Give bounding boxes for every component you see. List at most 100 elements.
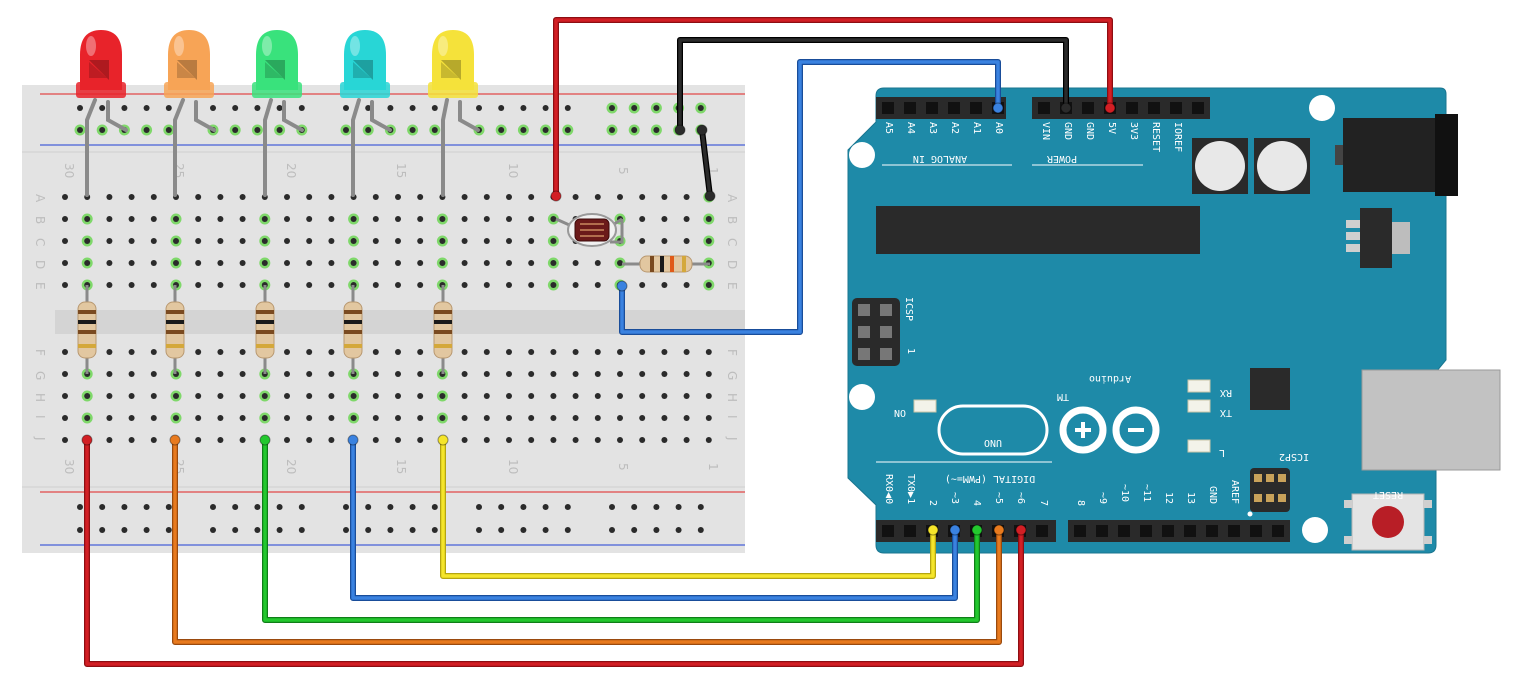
- breadboard-hole: [483, 371, 490, 377]
- breadboard-hole: [683, 415, 690, 421]
- power-pin[interactable]: [1170, 102, 1182, 114]
- row-letter-b-left: B: [33, 216, 47, 224]
- analog-pin[interactable]: [970, 102, 982, 114]
- breadboard-hole: [461, 194, 468, 200]
- breadboard-hole: [328, 415, 335, 421]
- breadboard-hole: [572, 415, 579, 421]
- power-pin[interactable]: [1082, 102, 1094, 114]
- power-pin-label-ioref: IOREF: [1172, 122, 1183, 152]
- breadboard-hole: [217, 260, 224, 266]
- power-pin[interactable]: [1192, 102, 1204, 114]
- breadboard-hole: [173, 216, 179, 222]
- rail-hole: [143, 504, 150, 510]
- digital-pin[interactable]: [882, 525, 894, 537]
- icsp2-header: ICSP2: [1250, 451, 1309, 512]
- rail-hole: [232, 105, 239, 111]
- digital-pin[interactable]: [1228, 525, 1240, 537]
- digital-pin[interactable]: [1184, 525, 1196, 537]
- rail-hole: [387, 527, 394, 533]
- breadboard-hole: [483, 194, 490, 200]
- breadboard-hole: [261, 238, 268, 244]
- breadboard-hole: [306, 371, 313, 377]
- analog-pin[interactable]: [904, 102, 916, 114]
- breadboard-hole: [528, 260, 535, 266]
- rail-hole: [542, 105, 549, 111]
- col-num-20-bottom: 20: [284, 459, 298, 474]
- digital-pin[interactable]: [1250, 525, 1262, 537]
- digital-pin[interactable]: [1206, 525, 1218, 537]
- analog-pin-label-a2: A2: [949, 122, 960, 134]
- breadboard-hole: [639, 393, 646, 399]
- breadboard-hole: [84, 216, 91, 222]
- rail-hole: [210, 105, 216, 111]
- digital-header-low: DIGITAL (PWM=~) RX0◀0 TX0▶1 2 ~3 4 ~5 ~6…: [876, 461, 1056, 542]
- rail-hole: [498, 504, 505, 510]
- digital-pin[interactable]: [1118, 525, 1130, 537]
- resistor-5: [433, 285, 453, 374]
- breadboard-hole: [350, 216, 357, 222]
- breadboard-hole: [284, 415, 290, 421]
- digital-pin[interactable]: [1162, 525, 1174, 537]
- breadboard-hole: [461, 371, 468, 377]
- power-pin[interactable]: [1148, 102, 1160, 114]
- rail-hole: [476, 105, 482, 111]
- breadboard-hole: [661, 371, 668, 377]
- digital-pin[interactable]: [904, 525, 916, 537]
- breadboard-hole: [239, 260, 246, 266]
- digital-pin[interactable]: [1074, 525, 1086, 537]
- breadboard-hole: [128, 437, 135, 443]
- breadboard-hole: [461, 260, 468, 266]
- power-pin[interactable]: [1038, 102, 1050, 114]
- breadboard-hole: [150, 216, 157, 222]
- analog-pin[interactable]: [948, 102, 960, 114]
- breadboard-hole: [639, 437, 646, 443]
- col-num-15-top: 15: [394, 163, 408, 178]
- breadboard-hole: [150, 260, 157, 266]
- breadboard-hole: [62, 371, 68, 377]
- breadboard-hole: [195, 238, 202, 244]
- breadboard-hole: [372, 194, 379, 200]
- row-letter-d-right: D: [725, 260, 739, 269]
- analog-pin-label-a0: A0: [993, 122, 1004, 134]
- rail-hole: [498, 527, 505, 533]
- breadboard-hole: [528, 238, 535, 244]
- breadboard-hole: [284, 349, 290, 355]
- col-num-30-bottom: 30: [62, 459, 76, 474]
- rail-hole: [564, 527, 571, 533]
- breadboard-hole: [372, 238, 379, 244]
- breadboard-hole: [195, 349, 202, 355]
- analog-pin[interactable]: [882, 102, 894, 114]
- rail-hole: [254, 127, 261, 133]
- analog-pin[interactable]: [926, 102, 938, 114]
- power-pin[interactable]: [1126, 102, 1138, 114]
- rail-hole: [431, 127, 438, 133]
- digital-pin-label-2: 2: [927, 500, 938, 506]
- digital-pin[interactable]: [1272, 525, 1284, 537]
- breadboard-hole: [572, 393, 579, 399]
- breadboard-hole: [483, 260, 490, 266]
- digital-pin[interactable]: [1140, 525, 1152, 537]
- breadboard-hole: [395, 260, 401, 266]
- breadboard-hole: [417, 194, 424, 200]
- breadboard-hole: [239, 282, 246, 288]
- tx-label: TX: [1220, 407, 1232, 418]
- breadboard-hole: [217, 393, 224, 399]
- breadboard-hole: [217, 194, 224, 200]
- reset-button[interactable]: RESET: [1344, 489, 1432, 551]
- breadboard-hole: [683, 349, 690, 355]
- breadboard-hole: [173, 393, 179, 399]
- icsp-pin: [880, 304, 892, 316]
- breadboard-hole: [195, 216, 202, 222]
- breadboard-hole: [239, 371, 246, 377]
- breadboard-hole: [528, 216, 535, 222]
- rail-hole: [232, 527, 239, 533]
- digital-pin[interactable]: [1096, 525, 1108, 537]
- breadboard-hole: [506, 282, 512, 288]
- breadboard-hole: [572, 371, 579, 377]
- rail-hole: [431, 105, 438, 111]
- digital-pin[interactable]: [1036, 525, 1048, 537]
- digital-pin-label-12: 12: [1163, 492, 1174, 504]
- rail-hole: [520, 127, 527, 133]
- breadboard-hole: [439, 415, 446, 421]
